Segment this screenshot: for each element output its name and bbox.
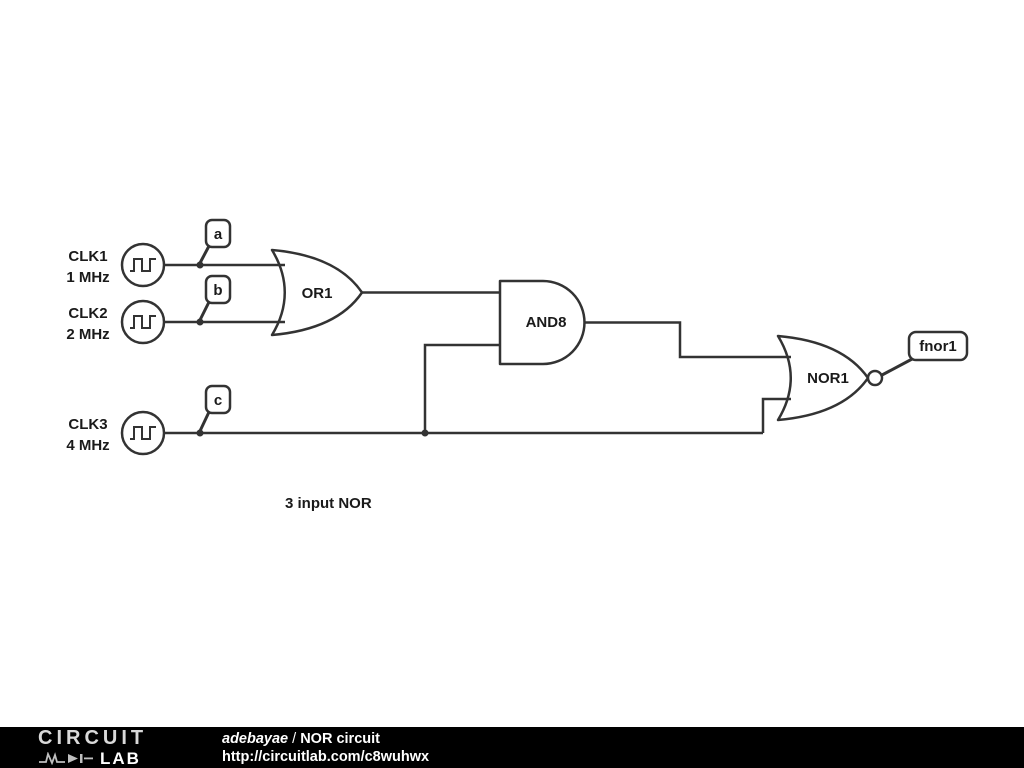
clk1-source: CLK1 1 MHz [66, 242, 166, 288]
flag-fnor1-tail [880, 356, 916, 377]
flag-b-tail [198, 300, 211, 322]
annotation-text: 3 input NOR [285, 495, 372, 512]
footer-meta: adebayae / NOR circuit http://circuitlab… [222, 730, 429, 766]
wire-clk3-to-nor [761, 397, 791, 433]
gate-label-and8: AND8 [526, 314, 567, 331]
clk2-name-label: CLK2 [68, 305, 107, 322]
clk3-name-label: CLK3 [68, 416, 107, 433]
logo-circuit-text: CIRCUIT [38, 727, 148, 749]
circuit-url[interactable]: http://circuitlab.com/c8wuhwx [222, 748, 430, 765]
wire-branch-to-and [423, 343, 500, 433]
wires [164, 263, 791, 435]
clk3-frequency-label: 4 MHz [66, 437, 109, 454]
nor-inversion-bubble [866, 369, 884, 387]
footer-title-line: adebayae / NOR circuit [222, 730, 429, 748]
junction-dot-branch [421, 429, 429, 437]
net-flag-b: b [198, 274, 232, 322]
net-flag-c: c [198, 384, 232, 433]
gate-label-nor1: NOR1 [807, 370, 849, 387]
net-flag-a: a [198, 218, 232, 265]
clk2-squarewave-icon [130, 315, 156, 329]
flag-b-box [204, 274, 232, 305]
logo-waveform-icon [39, 752, 93, 765]
output-flag-fnor1: fnor1 [880, 330, 969, 377]
clk3-squarewave-icon [130, 426, 156, 440]
junction-dot-b [196, 318, 204, 326]
flag-c-label: c [214, 392, 222, 409]
nor-gate-body [776, 334, 870, 422]
flag-c-tail [198, 410, 211, 433]
junction-dots [196, 261, 429, 437]
or-gate-body [270, 248, 364, 337]
flag-fnor1-label: fnor1 [919, 338, 957, 355]
logo-lab-text: LAB [100, 749, 141, 768]
nor-gate [776, 334, 884, 422]
junction-dot-a [196, 261, 204, 269]
circuitlab-logo: CIRCUIT LAB [38, 728, 188, 767]
and-gate [498, 279, 586, 366]
flag-a-label: a [214, 226, 223, 243]
flag-a-box [204, 218, 232, 249]
flag-c-box [204, 384, 232, 415]
author-title-separator: / [288, 730, 301, 747]
gate-label-or1: OR1 [302, 285, 333, 302]
flag-fnor1-box [907, 330, 969, 362]
clk2-frequency-label: 2 MHz [66, 326, 109, 343]
junction-dot-c [196, 429, 204, 437]
clk1-frequency-label: 1 MHz [66, 269, 109, 286]
or-gate [270, 248, 364, 337]
wire-and-to-nor [584, 321, 791, 359]
clk1-name-label: CLK1 [68, 248, 107, 265]
footer-bar: CIRCUIT LAB adebayae / NOR circuit http:… [0, 727, 1024, 768]
flag-a-tail [198, 244, 211, 265]
clk3-source: CLK3 4 MHz [66, 410, 166, 456]
flag-b-label: b [213, 282, 222, 299]
schematic-canvas: CLK1 1 MHz CLK2 2 MHz CLK3 4 MHz a b [66, 218, 969, 512]
clk1-squarewave-icon [130, 258, 156, 272]
and-gate-body [498, 279, 586, 366]
circuit-title: NOR circuit [300, 730, 380, 747]
clk2-source: CLK2 2 MHz [66, 299, 166, 345]
author-name: adebayae [222, 730, 289, 747]
